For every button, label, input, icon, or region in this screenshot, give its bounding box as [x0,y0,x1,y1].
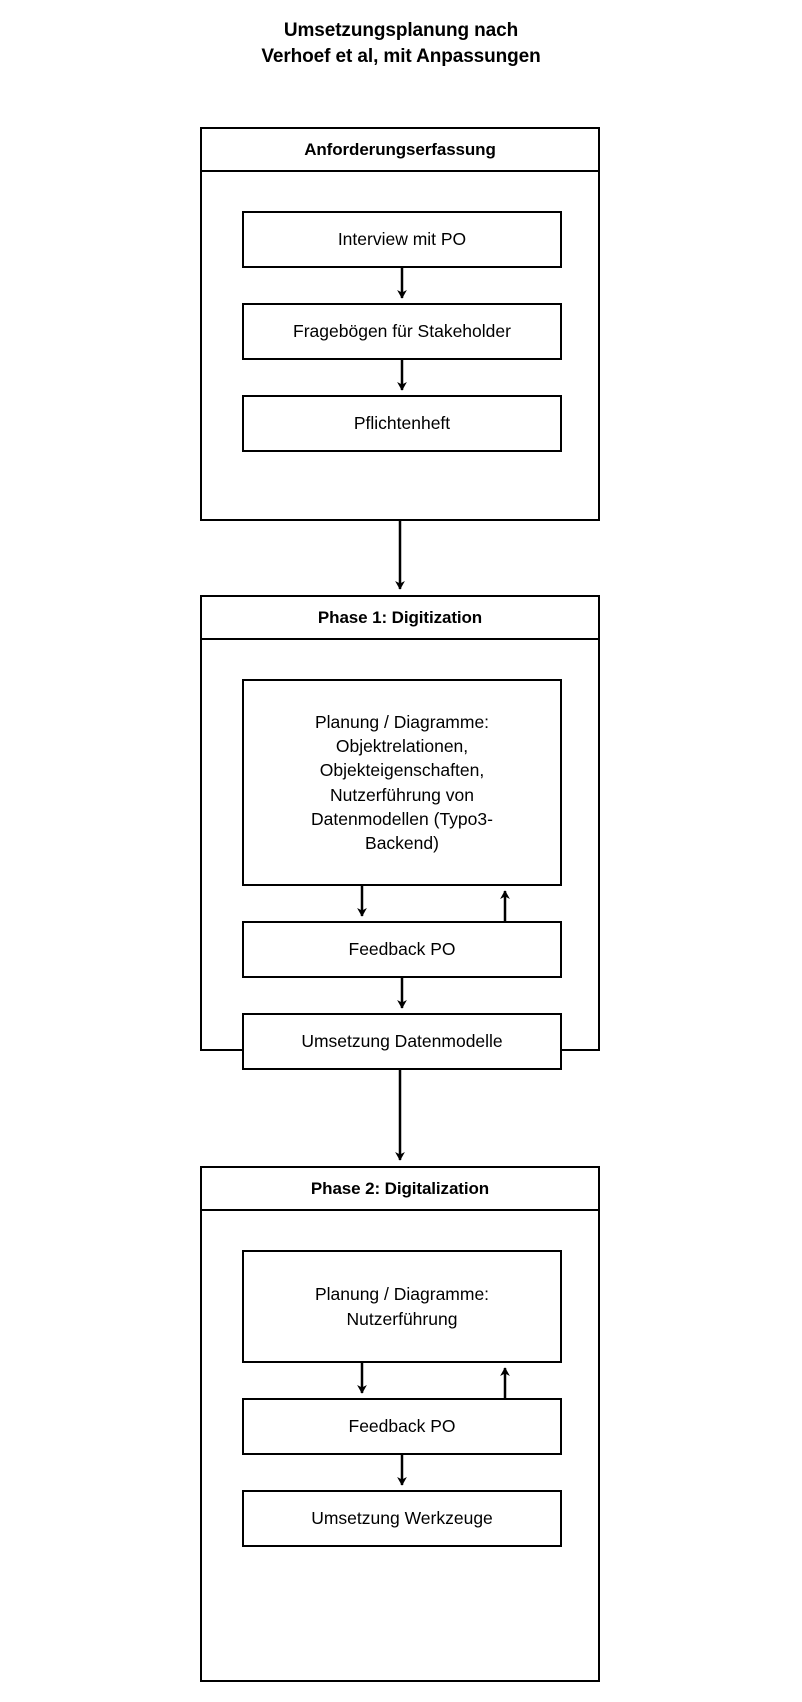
diagram-title-line-1: Umsetzungsplanung nach [283,20,519,41]
node-planung-diagramme-nutzerfuehrung[interactable]: Planung / Diagramme: Nutzerführung [242,1250,562,1363]
phase-container-phase-2-digitalization: Phase 2: Digitalization Planung / Diagra… [200,1166,600,1682]
diagram-title-line-2: Verhoef et al, mit Anpassungen [261,45,541,67]
phase-container-phase-1-digitization: Phase 1: Digitization Planung / Diagramm… [200,595,600,1070]
diagram-title: Umsetzungsplanung nach Verhoef et al, mi… [0,18,802,69]
phase-header-anforderungserfassung: Anforderungserfassung [202,129,598,172]
node-feedback-po-1[interactable]: Feedback PO [242,921,562,978]
node-pflichtenheft[interactable]: Pflichtenheft [242,395,562,452]
phase-header-phase-2-digitalization: Phase 2: Digitalization [202,1168,598,1211]
node-planung-diagramme-datenmodelle[interactable]: Planung / Diagramme: Objektrelationen, O… [242,679,562,886]
node-feedback-po-2[interactable]: Feedback PO [242,1398,562,1455]
node-fragebogen-fuer-stakeholder[interactable]: Fragebögen für Stakeholder [242,303,562,360]
phase-container-anforderungserfassung: Anforderungserfassung Interview mit PO F… [200,127,600,521]
node-umsetzung-werkzeuge[interactable]: Umsetzung Werkzeuge [242,1490,562,1547]
node-interview-mit-po[interactable]: Interview mit PO [242,211,562,268]
phase-header-phase-1-digitization: Phase 1: Digitization [202,597,598,640]
node-umsetzung-datenmodelle[interactable]: Umsetzung Datenmodelle [242,1013,562,1070]
